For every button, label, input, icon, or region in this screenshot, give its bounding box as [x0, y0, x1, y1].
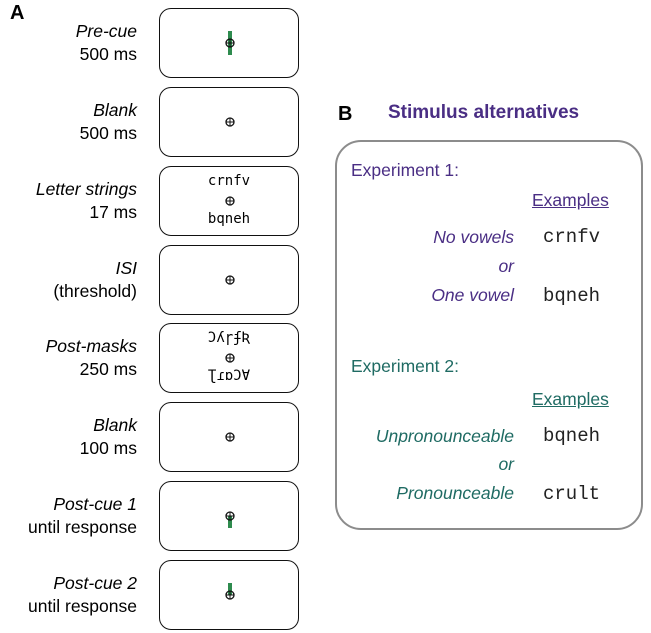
step-name: Post-masks [45, 336, 137, 356]
fixation-icon [225, 275, 235, 285]
experiment1-connector: or [498, 256, 514, 276]
step-label: Pre-cue 500 ms [0, 20, 137, 66]
step-frame [159, 8, 299, 78]
experiment1-option2: One vowel [431, 285, 514, 305]
step-frame [159, 560, 299, 630]
panel-b-letter: B [338, 103, 353, 125]
top-string: ϽʎɼʄƦ [207, 330, 251, 346]
fixation-icon [225, 38, 235, 48]
step-frame [159, 87, 299, 157]
experiment2-heading: Experiment 2: [351, 356, 459, 376]
experiment2-examples-label: Examples [532, 389, 609, 409]
step-label: Post-masks 250 ms [0, 335, 137, 381]
step-duration: 250 ms [79, 359, 137, 379]
step-name: Blank [93, 100, 137, 120]
fixation-icon [225, 353, 235, 363]
panel-a-letter: A [10, 2, 25, 24]
step-label: Letter strings 17 ms [0, 178, 137, 224]
fixation-icon [225, 432, 235, 442]
top-string: crnfv [207, 173, 251, 189]
step-duration: until response [28, 517, 137, 537]
experiment2-example1: bqneh [543, 425, 601, 447]
step-name: Pre-cue [75, 21, 137, 41]
experiment1-example1: crnfv [543, 226, 601, 248]
step-label: Blank 500 ms [0, 99, 137, 145]
step-frame [159, 481, 299, 551]
step-duration: 500 ms [79, 44, 137, 64]
experiment1-example2: bqneh [543, 285, 601, 307]
step-duration: 100 ms [79, 438, 137, 458]
experiment2-connector: or [498, 454, 514, 474]
step-duration: until response [28, 596, 137, 616]
fixation-icon [225, 511, 235, 521]
experiment1-option1: No vowels [433, 227, 514, 247]
experiment1-heading: Experiment 1: [351, 160, 459, 180]
step-label: Blank 100 ms [0, 414, 137, 460]
step-name: Post-cue 2 [53, 573, 137, 593]
step-name: Post-cue 1 [53, 494, 137, 514]
step-label: Post-cue 1 until response [0, 493, 137, 539]
bottom-string: bqneh [207, 211, 251, 227]
step-name: Letter strings [35, 179, 137, 199]
experiment2-option1: Unpronounceable [375, 426, 514, 446]
step-frame [159, 402, 299, 472]
fixation-icon [225, 117, 235, 127]
step-frame: ϽʎɼʄƦ ƮɾɒϽⱯ [159, 323, 299, 393]
experiment1-examples-label: Examples [532, 190, 609, 210]
bottom-string: ƮɾɒϽⱯ [207, 368, 251, 384]
step-duration: 17 ms [89, 202, 137, 222]
step-frame [159, 245, 299, 315]
step-label: Post-cue 2 until response [0, 572, 137, 618]
fixation-icon [225, 196, 235, 206]
step-frame: crnfv bqneh [159, 166, 299, 236]
stimulus-alternatives-box [335, 140, 643, 530]
step-name: ISI [115, 258, 137, 278]
step-duration: (threshold) [53, 281, 137, 301]
stimulus-alternatives-title: Stimulus alternatives [388, 102, 580, 123]
step-duration: 500 ms [79, 123, 137, 143]
fixation-icon [225, 590, 235, 600]
step-label: ISI (threshold) [0, 257, 137, 303]
step-name: Blank [93, 415, 137, 435]
experiment2-example2: crult [543, 483, 601, 505]
experiment2-option2: Pronounceable [396, 483, 514, 503]
